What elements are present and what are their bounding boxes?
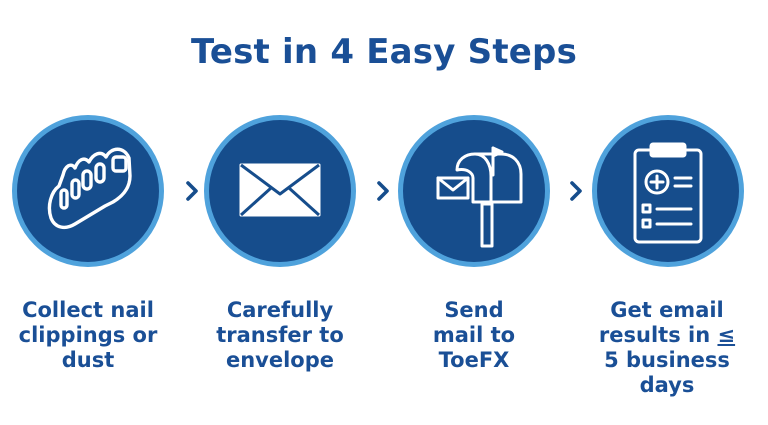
step-1-label-line: Collect nail: [22, 298, 154, 322]
step-1-label: Collect nail clippings or dust: [0, 298, 177, 373]
less-equal-symbol: ≤: [717, 323, 736, 347]
mailbox-icon: [436, 146, 523, 248]
step-4-label-line: results in: [598, 323, 711, 347]
step-3-label-line: mail to: [432, 323, 516, 347]
step-4-circle: [592, 115, 744, 267]
step-2-label-line: transfer to: [216, 323, 344, 347]
chevron-right-icon: [186, 181, 198, 201]
step-2-label-line: envelope: [225, 348, 335, 372]
step-1-label-line: clippings or: [18, 323, 158, 347]
step-4-label-line: Get email: [610, 298, 724, 322]
step-3-label-line: ToeFX: [438, 348, 510, 372]
step-4-label-line: results in ≤: [578, 323, 756, 348]
step-1-label-line: dust: [61, 348, 115, 372]
chevron-right-icon: [570, 181, 582, 201]
page-title: Test in 4 Easy Steps: [190, 32, 578, 72]
clipboard-medical-icon: [633, 142, 703, 244]
step-4-label-line: Get email: [578, 298, 756, 323]
step-4-label-line: days: [639, 373, 695, 397]
chevron-right-icon: [377, 181, 389, 201]
step-3-circle: [398, 115, 550, 267]
envelope-icon: [239, 163, 321, 217]
foot-icon: [47, 147, 132, 230]
step-4-label-line: 5 business: [604, 348, 730, 372]
step-4-label: Get email results in ≤ 5 business days: [578, 298, 756, 398]
step-3-label: Send mail to ToeFX: [385, 298, 563, 373]
step-2-label: Carefully transfer to envelope: [191, 298, 369, 373]
step-3-label-line: Send: [444, 298, 504, 322]
step-2-circle: [204, 115, 356, 267]
step-2-label-line: Carefully: [226, 298, 334, 322]
step-1-circle: [12, 115, 164, 267]
